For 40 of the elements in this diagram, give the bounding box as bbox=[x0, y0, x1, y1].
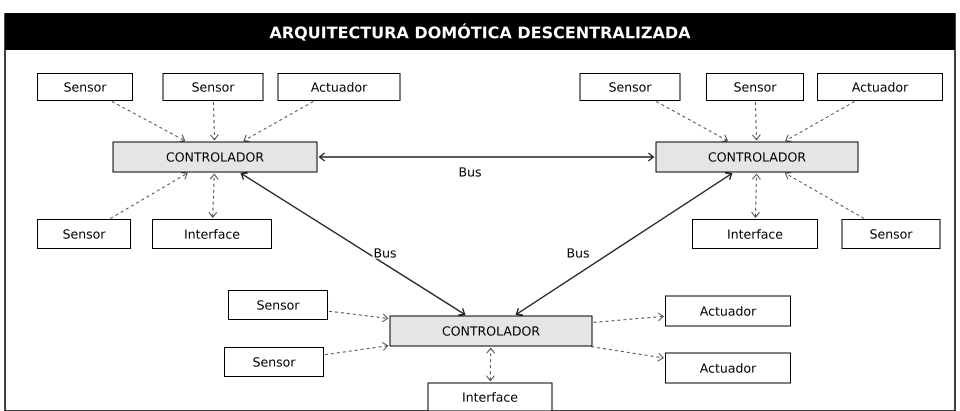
dashed-arrow bbox=[243, 100, 314, 142]
device-box: Interface bbox=[152, 218, 272, 249]
dashed-arrow bbox=[590, 346, 664, 362]
controller-box: CONTROLADOR bbox=[390, 315, 592, 346]
device-box: Actuador bbox=[817, 72, 943, 101]
bus-arrow bbox=[318, 152, 654, 162]
device-box: Actuador bbox=[665, 352, 791, 384]
device-box: Sensor bbox=[37, 72, 134, 101]
controller-box: CONTROLADOR bbox=[656, 142, 858, 172]
bus-arrow bbox=[516, 172, 732, 316]
dashed-arrow bbox=[784, 172, 865, 219]
controller-box: CONTROLADOR bbox=[112, 142, 318, 172]
device-box: Actuador bbox=[665, 295, 791, 326]
dashed-arrow bbox=[785, 100, 856, 142]
device-box: Actuador bbox=[278, 72, 400, 101]
device-box: Sensor bbox=[706, 72, 804, 101]
dashed-arrow bbox=[328, 310, 389, 322]
dashed-arrow bbox=[593, 312, 664, 323]
device-box: Sensor bbox=[224, 346, 324, 377]
dashed-arrow bbox=[486, 347, 496, 382]
edge-label: Bus bbox=[458, 166, 482, 178]
dashed-arrow bbox=[656, 100, 728, 142]
device-box: Interface bbox=[428, 382, 552, 411]
dashed-arrow bbox=[324, 342, 389, 356]
bus-arrow bbox=[240, 172, 466, 316]
device-box: Sensor bbox=[162, 72, 264, 101]
title-bar: ARQUITECTURA DOMÓTICA DESCENTRALIZADA bbox=[5, 13, 955, 50]
device-box: Sensor bbox=[37, 218, 132, 249]
device-box: Interface bbox=[692, 218, 818, 249]
edge-label: Bus bbox=[566, 247, 590, 259]
dashed-arrow bbox=[111, 100, 186, 142]
device-box: Sensor bbox=[580, 72, 680, 101]
dashed-arrow bbox=[752, 102, 761, 140]
edge-label: Bus bbox=[372, 247, 398, 259]
dashed-arrow bbox=[751, 173, 761, 218]
device-box: Sensor bbox=[228, 290, 328, 320]
dashed-arrow bbox=[110, 172, 188, 219]
device-box: Sensor bbox=[842, 218, 940, 249]
dashed-arrow bbox=[208, 173, 219, 218]
dashed-arrow bbox=[210, 102, 219, 140]
